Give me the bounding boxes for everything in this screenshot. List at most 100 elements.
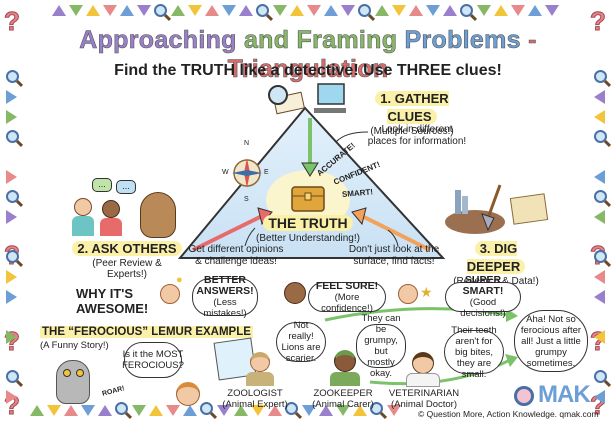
zoologist-role: ZOOLOGIST bbox=[227, 388, 283, 399]
dig-note-line2: surface, find facts! bbox=[353, 256, 435, 267]
border-triangle-icon bbox=[594, 170, 605, 184]
border-triangle-icon bbox=[353, 405, 367, 416]
gather-note-line2: places for information! bbox=[367, 136, 467, 147]
border-triangle-icon bbox=[511, 5, 525, 16]
border-triangle-icon bbox=[64, 405, 78, 416]
kid-avatar-2 bbox=[284, 282, 306, 304]
dig-deeper-sub: (Research & Data!) bbox=[453, 276, 539, 287]
border-triangle-icon bbox=[69, 5, 83, 16]
magnifier-icon bbox=[115, 402, 128, 415]
zoologist-quote-bubble: Not really! Lions are scarier. bbox=[276, 320, 326, 364]
why-heading: WHY IT'S AWESOME! bbox=[76, 286, 148, 316]
dig-note-line1: Don't just look at the bbox=[348, 244, 440, 255]
benefit-bubble-3: SUPER SMART!(Good decisions!) bbox=[445, 275, 521, 319]
zookeeper-avatar bbox=[334, 350, 356, 372]
border-triangle-icon bbox=[137, 5, 151, 16]
border-triangle-icon bbox=[6, 390, 17, 404]
veterinarian-desc: (Animal Doctor) bbox=[391, 399, 457, 410]
border-triangle-icon bbox=[86, 5, 100, 16]
boy-avatar bbox=[102, 200, 120, 218]
arrow-orange bbox=[361, 214, 431, 252]
border-triangle-icon bbox=[594, 290, 605, 304]
border-triangle-icon bbox=[222, 5, 236, 16]
border-triangle-icon bbox=[98, 405, 112, 416]
border-triangle-icon bbox=[409, 5, 423, 16]
owl-icon bbox=[140, 192, 176, 238]
magnifier-icon bbox=[6, 130, 19, 143]
magnifier-icon bbox=[594, 130, 607, 143]
border-triangle-icon bbox=[171, 5, 185, 16]
border-triangle-icon bbox=[319, 405, 333, 416]
title-part-problems: Problems bbox=[404, 26, 521, 55]
border-triangle-icon bbox=[6, 170, 17, 184]
border-triangle-icon bbox=[81, 405, 95, 416]
border-triangle-icon bbox=[594, 270, 605, 284]
page-title: Approaching and Framing Problems - Trian… bbox=[0, 26, 616, 84]
veterinarian-label: VETERINARIAN (Animal Doctor) bbox=[384, 388, 464, 410]
pointer-arrow bbox=[335, 131, 369, 143]
magnifier-icon bbox=[6, 70, 19, 83]
veterinarian-avatar bbox=[412, 352, 434, 374]
conclusion-bubble: Aha! Not so ferocious after all! Just a … bbox=[514, 310, 588, 372]
magnifier-icon bbox=[594, 370, 607, 383]
ask-note: Get different opinions & challenge ideas… bbox=[186, 244, 286, 268]
zookeeper-desc: (Animal Carer) bbox=[312, 399, 374, 410]
border-triangle-icon bbox=[6, 210, 17, 224]
benefit-1-sub: (Less mistakes!) bbox=[203, 297, 247, 319]
treasure-map-icon bbox=[509, 193, 549, 225]
gather-clues-section: 1. GATHER CLUES (Multiple Sources!) bbox=[357, 90, 467, 137]
lemur-sub: (A Funny Story!) bbox=[40, 340, 109, 351]
magnifier-icon bbox=[370, 402, 383, 415]
arrow-red bbox=[192, 214, 263, 252]
border-triangle-icon bbox=[273, 5, 287, 16]
title-part-approaching: Approaching bbox=[79, 26, 237, 55]
magnifier-icon bbox=[200, 402, 213, 415]
truth-section: THE TRUTH (Better Understanding!) bbox=[248, 215, 368, 244]
border-triangle-icon bbox=[268, 405, 282, 416]
ask-others-sub: (Peer Review & Experts!) bbox=[92, 258, 162, 280]
compass-icon bbox=[232, 158, 262, 188]
zoologist-body bbox=[246, 372, 274, 386]
border-triangle-icon bbox=[375, 5, 389, 16]
magnifier-icon bbox=[594, 250, 607, 263]
benefit-bubble-2: FEEL SURE!(More confidence!) bbox=[308, 280, 386, 314]
dirt-shovel-icon bbox=[445, 184, 505, 234]
magnifier-icon bbox=[358, 4, 371, 17]
gather-note-line1: Look in different bbox=[381, 124, 453, 135]
zookeeper-quote-bubble: They can be grumpy, but mostly okay. bbox=[356, 313, 406, 379]
magnifier-icon bbox=[6, 370, 19, 383]
title-part-framing: and Framing bbox=[243, 26, 398, 55]
border-triangle-icon bbox=[132, 405, 146, 416]
border-triangle-icon bbox=[103, 5, 117, 16]
border-triangle-icon bbox=[594, 90, 605, 104]
zookeeper-role: ZOOKEEPER bbox=[313, 388, 373, 399]
gather-clues-sub: (Multiple Sources!) bbox=[370, 126, 454, 137]
border-triangle-icon bbox=[302, 405, 316, 416]
footer-copyright: © Question More, Action Knowledge. qmak.… bbox=[418, 409, 599, 419]
border-triangle-icon bbox=[47, 405, 61, 416]
zookeeper-label: ZOOKEEPER (Animal Carer) bbox=[308, 388, 378, 410]
dig-deeper-label: 3. DIG DEEPER bbox=[466, 241, 526, 274]
border-triangle-icon bbox=[239, 5, 253, 16]
lemur-heading: THE “FEROCIOUS” LEMUR EXAMPLE bbox=[40, 326, 253, 338]
border-triangle-icon bbox=[251, 405, 265, 416]
border-triangle-icon bbox=[594, 330, 605, 344]
border-triangle-icon bbox=[594, 110, 605, 124]
kid-avatar-1 bbox=[160, 284, 180, 304]
border-triangle-icon bbox=[6, 90, 17, 104]
book-magnifier-icon bbox=[268, 85, 305, 115]
veterinarian-quote-bubble: Their teeth aren't for big bites, they a… bbox=[444, 325, 504, 380]
speech-bubble-blue: ... bbox=[116, 180, 136, 194]
border-triangle-icon bbox=[52, 5, 66, 16]
why-heading-line2: AWESOME! bbox=[76, 301, 149, 316]
dig-deeper-section: 3. DIG DEEPER (Research & Data!) bbox=[446, 240, 546, 287]
magnifier-icon bbox=[6, 250, 19, 263]
gather-clues-label: 1. GATHER CLUES bbox=[375, 91, 449, 124]
lemur-section: THE “FEROCIOUS” LEMUR EXAMPLE (A Funny S… bbox=[40, 322, 253, 351]
border-triangle-icon bbox=[387, 405, 401, 416]
why-heading-line1: WHY IT'S bbox=[76, 286, 134, 301]
zoologist-avatar bbox=[250, 352, 270, 372]
dig-note: Don't just look at the surface, find fac… bbox=[344, 244, 444, 268]
border-triangle-icon bbox=[205, 5, 219, 16]
